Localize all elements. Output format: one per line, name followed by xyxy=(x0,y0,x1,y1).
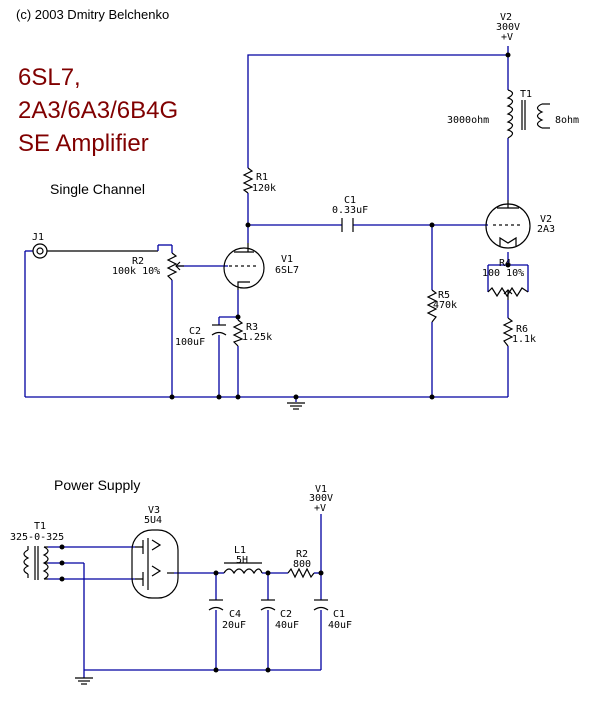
capacitor-c2: C2 100uF xyxy=(175,324,227,348)
rectifier-v3: V3 5U4 xyxy=(131,505,179,599)
input-jack: J1 xyxy=(32,232,159,259)
power-transformer: T1 325-0-325 xyxy=(10,521,64,580)
psu-t1-value: 325-0-325 xyxy=(10,532,64,543)
resistor-r1: R1 120k xyxy=(242,167,276,194)
psu-junctions xyxy=(59,544,324,673)
r3-name: R3 xyxy=(246,322,258,333)
psu-capacitor-c2: C2 40uF xyxy=(260,599,299,631)
r3-value: 1.25k xyxy=(242,332,272,343)
psu-c1-name: C1 xyxy=(333,609,345,620)
psu-v1-name: V1 xyxy=(315,484,327,495)
amp-junctions xyxy=(169,52,511,400)
v2-type: 2A3 xyxy=(537,224,555,235)
psu-capacitor-c1: C1 40uF xyxy=(313,599,352,631)
title-line-3: SE Amplifier xyxy=(18,130,149,157)
output-transformer: T1 3000ohm 8ohm xyxy=(447,89,579,139)
psu-ground-icon xyxy=(75,677,93,685)
v3-name: V3 xyxy=(148,505,160,516)
v2-supply-name: V2 xyxy=(500,12,512,23)
power-supply-label: Power Supply xyxy=(54,477,140,493)
resistor-r5: R5 470k xyxy=(426,289,457,323)
title-line-1: 6SL7, xyxy=(18,64,81,91)
r1-name: R1 xyxy=(256,172,268,183)
potentiometer-r2: R2 100k 10% xyxy=(112,252,184,281)
amp-wires xyxy=(24,46,529,402)
r6-name: R6 xyxy=(516,324,528,335)
r4-name: R4 xyxy=(499,258,511,269)
c2-value: 100uF xyxy=(175,337,205,348)
c4-value: 20uF xyxy=(222,620,246,631)
c2-name: C2 xyxy=(189,326,201,337)
v2-name: V2 xyxy=(540,214,552,225)
r4-value: 100 10% xyxy=(482,268,524,279)
v2-supply-polarity: +V xyxy=(501,32,513,43)
r6-value: 1.1k xyxy=(512,334,536,345)
c4-name: C4 xyxy=(229,609,241,620)
v1-supply-label: V1 300V +V xyxy=(309,484,333,514)
psu-t1-name: T1 xyxy=(34,521,46,532)
psu-c1-value: 40uF xyxy=(328,620,352,631)
t1-name: T1 xyxy=(520,89,532,100)
c1-name: C1 xyxy=(344,195,356,206)
resistor-r6: R6 1.1k xyxy=(502,317,536,347)
title-line-2: 2A3/6A3/6B4G xyxy=(18,97,178,124)
copyright-text: (c) 2003 Dmitry Belchenko xyxy=(16,7,169,22)
psu-r2-value: 800 xyxy=(293,559,311,570)
j1-name: J1 xyxy=(32,232,44,243)
psu-r2-name: R2 xyxy=(296,549,308,560)
r5-value: 470k xyxy=(433,300,457,311)
psu-v1-value: 300V xyxy=(309,493,333,504)
l1-name: L1 xyxy=(234,545,246,556)
tube-v2: V2 2A3 xyxy=(485,200,555,249)
psu-resistor-r2: R2 800 xyxy=(287,549,315,579)
v3-type: 5U4 xyxy=(144,515,162,526)
psu-v1-polarity: +V xyxy=(314,503,326,514)
r2-value: 100k 10% xyxy=(112,266,160,277)
l1-value: 5H xyxy=(236,555,248,566)
potentiometer-r4: R4 100 10% xyxy=(482,258,529,300)
c1-value: 0.33uF xyxy=(332,205,368,216)
v2-supply-label: V2 300V +V xyxy=(496,12,520,43)
psu-c2-value: 40uF xyxy=(275,620,299,631)
v1-name: V1 xyxy=(281,254,293,265)
v2-supply-value: 300V xyxy=(496,22,520,33)
tube-v1: V1 6SL7 xyxy=(223,243,299,290)
v1-type: 6SL7 xyxy=(275,265,299,276)
ground-icon xyxy=(287,402,305,410)
t1-primary: 3000ohm xyxy=(447,115,489,126)
t1-secondary: 8ohm xyxy=(555,115,579,126)
resistor-r3: R3 1.25k xyxy=(232,319,272,347)
capacitor-c1: C1 0.33uF xyxy=(332,195,368,232)
r2-name: R2 xyxy=(132,256,144,267)
psu-wires xyxy=(48,514,322,678)
single-channel-label: Single Channel xyxy=(50,181,145,197)
r5-name: R5 xyxy=(438,290,450,301)
psu-capacitor-c4: C4 20uF xyxy=(208,599,246,631)
r1-value: 120k xyxy=(252,183,276,194)
choke-l1: L1 5H xyxy=(223,545,263,575)
psu-c2-name: C2 xyxy=(280,609,292,620)
